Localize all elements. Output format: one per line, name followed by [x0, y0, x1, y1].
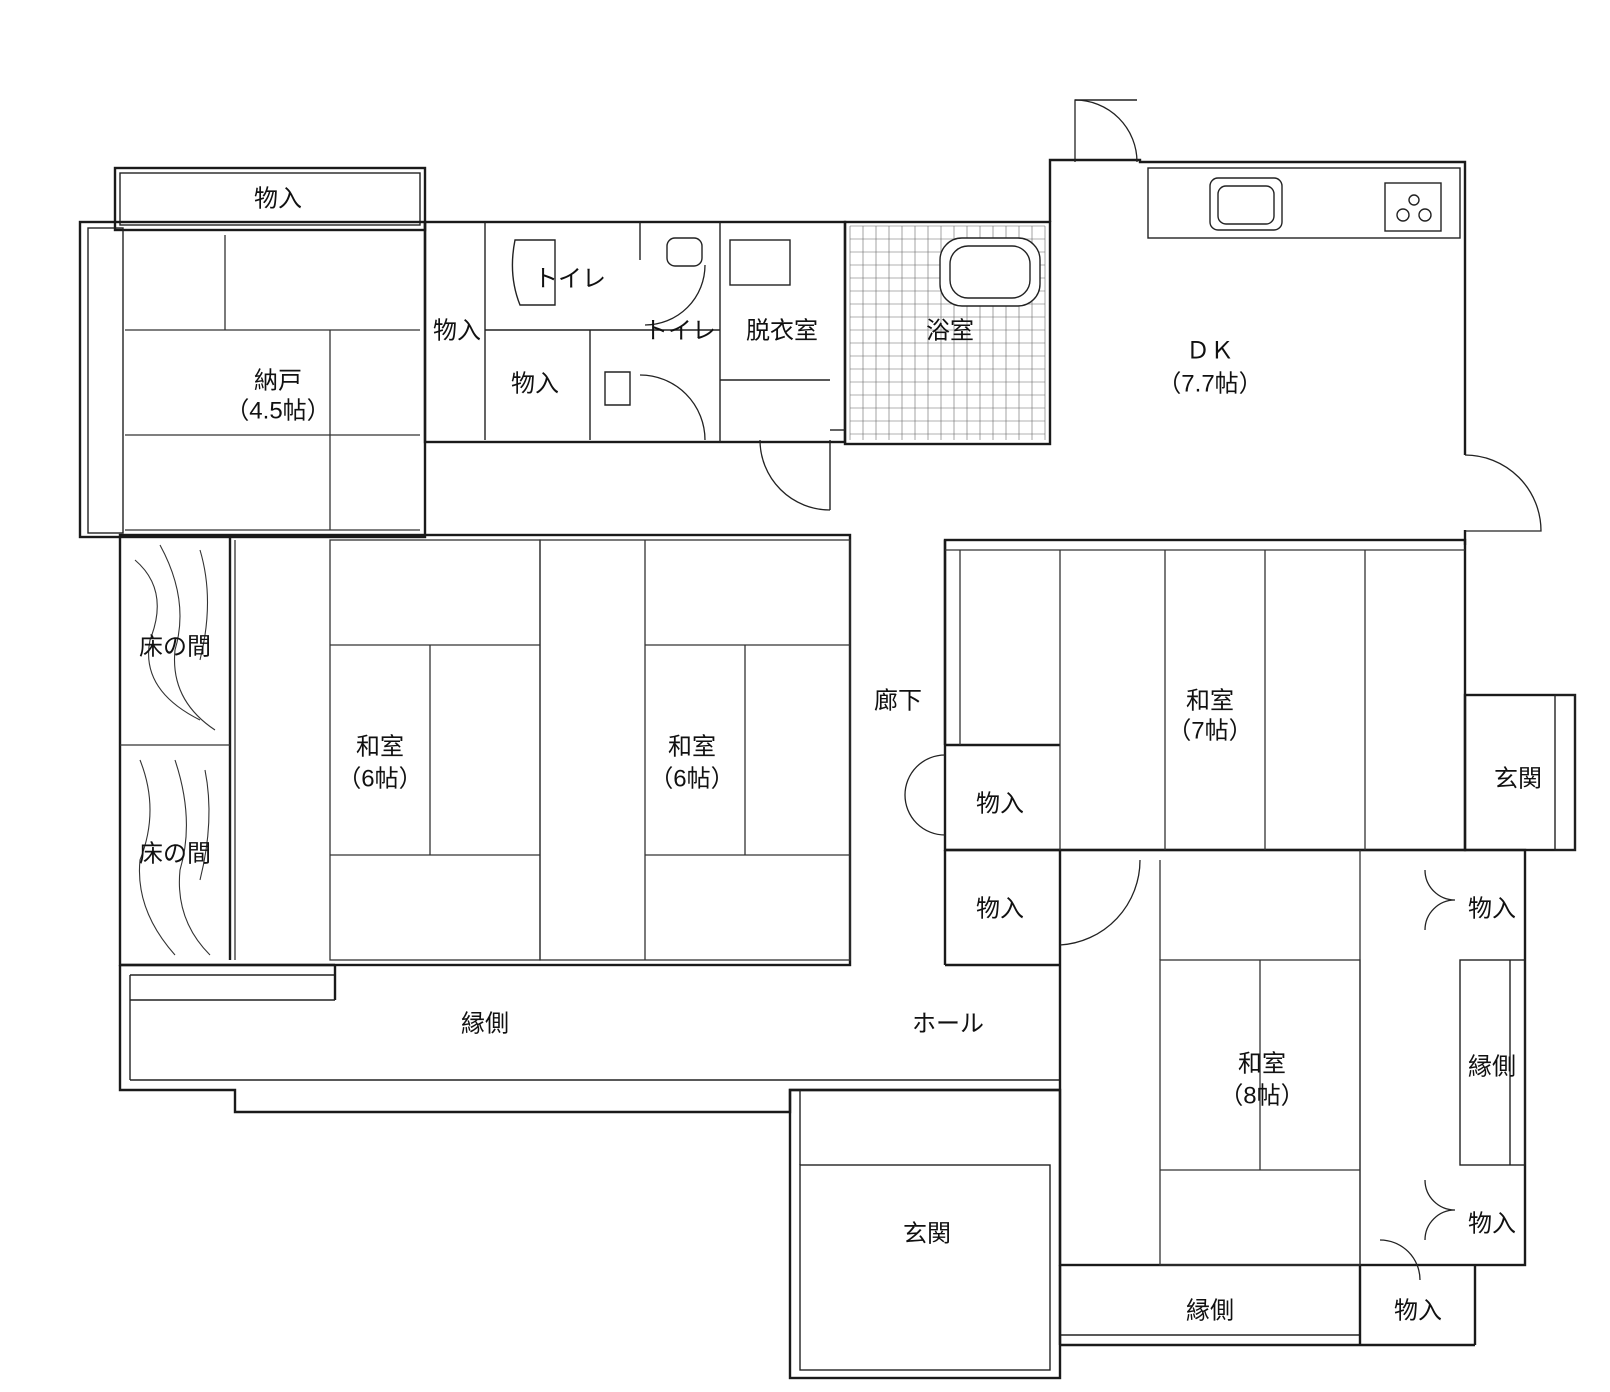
label-bathroom: 浴室	[926, 317, 974, 344]
label-engawa-bottom: 縁側	[1186, 1297, 1234, 1324]
label-engawa-left: 縁側	[461, 1010, 509, 1037]
label-storage-small: 物入	[511, 370, 559, 397]
walls	[78, 99, 1577, 1380]
label-entrance-main: 玄関	[903, 1220, 951, 1247]
washbasin-icon	[666, 237, 703, 267]
label-washitsu-7-name: 和室	[1186, 687, 1234, 714]
fixtures	[511, 167, 1461, 406]
label-washitsu-7-size: （7帖）	[1167, 717, 1252, 744]
label-storage-toilet-side: 物入	[433, 317, 481, 344]
label-storage-right-2: 物入	[1468, 1210, 1516, 1237]
label-tokonoma-1: 床の間	[139, 633, 211, 660]
tokonoma-grain	[134, 544, 216, 956]
label-washitsu-6-left-name: 和室	[356, 733, 404, 760]
label-corridor: 廊下	[874, 687, 922, 714]
room-labels: 物入 納戸 （4.5帖） 物入 トイレ 物入 トイレ 脱衣室 浴室 ＤＫ （7.…	[139, 185, 1542, 1324]
label-storage-right-1: 物入	[1468, 895, 1516, 922]
label-hall: ホール	[912, 1010, 984, 1037]
door-swings	[904, 754, 1456, 1281]
label-storage-corridor-1: 物入	[976, 790, 1024, 817]
label-tokonoma-2: 床の間	[139, 840, 211, 867]
label-dressing-room: 脱衣室	[746, 317, 818, 344]
label-toilet-1: トイレ	[534, 265, 606, 292]
label-storage-corridor-2: 物入	[976, 895, 1024, 922]
label-dk-name: ＤＫ	[1186, 337, 1234, 364]
label-washitsu-6-right-size: （6帖）	[649, 765, 734, 792]
label-toilet-2: トイレ	[644, 317, 716, 344]
label-entrance-right: 玄関	[1494, 765, 1542, 792]
label-washitsu-8-name: 和室	[1238, 1050, 1286, 1077]
tatami-lines	[120, 235, 1465, 1266]
label-washitsu-6-right-name: 和室	[668, 733, 716, 760]
toilet-icon	[511, 239, 556, 306]
label-storage-top-left: 物入	[254, 185, 302, 212]
label-nando-size: （4.5帖）	[225, 397, 330, 424]
label-nando-name: 納戸	[254, 367, 302, 394]
vanity-icon	[729, 239, 791, 286]
wet-area-walls	[484, 222, 845, 511]
label-washitsu-8-size: （8帖）	[1219, 1082, 1304, 1109]
toilet-icon-2	[604, 371, 631, 406]
label-storage-bottom-right: 物入	[1394, 1297, 1442, 1324]
label-washitsu-6-left-size: （6帖）	[337, 765, 422, 792]
label-engawa-right: 縁側	[1468, 1053, 1516, 1080]
stove-icon	[1384, 182, 1442, 232]
label-dk-size: （7.7帖）	[1157, 370, 1262, 397]
